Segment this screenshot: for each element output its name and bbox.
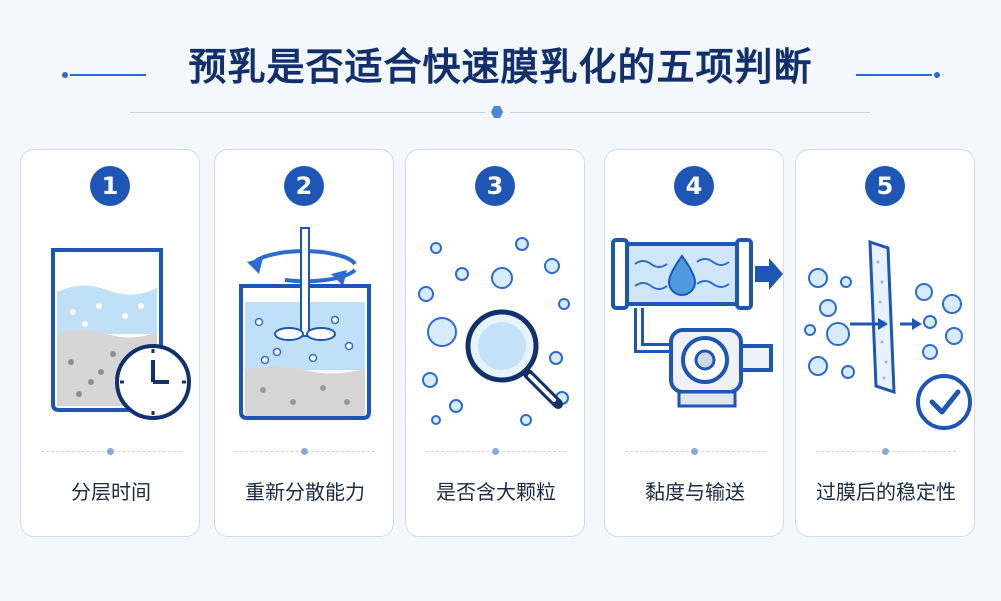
title-deco-dot-left xyxy=(62,72,68,78)
magnifier-particles-icon xyxy=(418,237,570,426)
step-card-4: 4 黏度与输送 xyxy=(604,149,784,537)
beaker-clock-icon xyxy=(51,248,191,420)
title-deco-line-left xyxy=(70,74,146,76)
divider-hexagon-icon xyxy=(491,106,503,118)
step-number-badge: 1 xyxy=(90,166,130,206)
card-divider xyxy=(235,448,375,455)
step-label: 过膜后的稳定性 xyxy=(816,480,956,504)
step-label: 分层时间 xyxy=(71,480,151,504)
card-divider xyxy=(816,448,956,455)
step-card-3: 3 是否含大颗粒 xyxy=(405,149,585,537)
step-number-badge: 2 xyxy=(284,166,324,206)
step-number-badge: 4 xyxy=(674,166,714,206)
step-label: 重新分散能力 xyxy=(245,480,365,504)
card-divider xyxy=(426,448,566,455)
step-label: 黏度与输送 xyxy=(645,480,745,504)
title-deco-dot-right xyxy=(934,72,940,78)
membrane-check-icon xyxy=(804,239,972,430)
stirring-beaker-icon xyxy=(239,227,371,420)
step-number-badge: 3 xyxy=(475,166,515,206)
divider-right xyxy=(510,112,870,113)
step-card-1: 1 分层时间 xyxy=(20,149,200,537)
step-card-5: 5 过膜后的稳定性 xyxy=(795,149,975,537)
pipe-pump-icon xyxy=(611,238,783,408)
page-title: 预乳是否适合快速膜乳化的五项判断 xyxy=(188,45,813,89)
card-divider xyxy=(625,448,765,455)
step-number-badge: 5 xyxy=(865,166,905,206)
title-row: 预乳是否适合快速膜乳化的五项判断 xyxy=(0,30,1001,90)
card-divider xyxy=(41,448,181,455)
divider-left xyxy=(130,112,485,113)
step-card-2: 2 重新分散能力 xyxy=(214,149,394,537)
step-label: 是否含大颗粒 xyxy=(436,480,556,504)
title-deco-line-right xyxy=(856,74,932,76)
